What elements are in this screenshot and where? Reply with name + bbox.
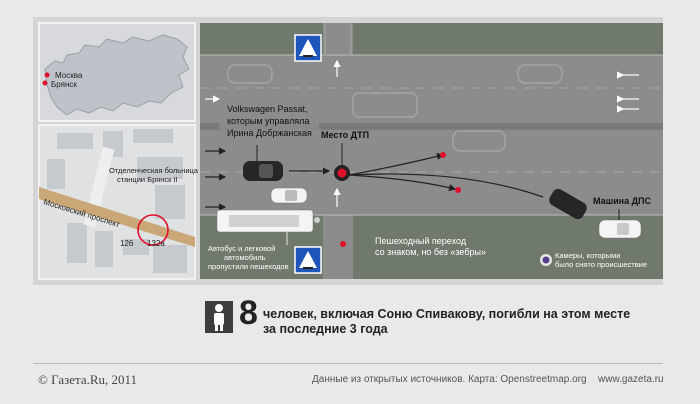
- diagram-panel: Москва Брянск Московский проспект Отд: [33, 17, 663, 285]
- caption-text: человек, включая Соню Спивакову, погибли…: [263, 307, 633, 337]
- caption-line-2: за последние 3 года: [263, 322, 388, 336]
- cross-street: [323, 23, 353, 279]
- police-car-label: Машина ДПС: [593, 196, 651, 206]
- victim-point: [440, 152, 446, 158]
- footer-divider: [33, 363, 663, 364]
- crosswalk-sign-icon: [294, 246, 322, 274]
- crossing-label-line-1: Пешеходный переход: [375, 236, 467, 246]
- victim-point: [455, 187, 461, 193]
- camera-label-line-1: Камеры, которыми: [555, 251, 620, 260]
- road-median: [200, 123, 663, 130]
- crosswalk-sign-icon: [294, 34, 322, 62]
- police-car: [598, 219, 642, 239]
- moscow-label: Москва: [55, 71, 83, 80]
- house-126: 126: [120, 239, 134, 248]
- bus-label-line-2: автомобиль: [224, 253, 266, 262]
- ghost-car: [227, 64, 273, 84]
- house-132a: 132а: [147, 239, 165, 248]
- hospital-label-1: Отделенческая больница: [109, 166, 199, 175]
- camera-marker-icon: [540, 254, 552, 266]
- moscow-prospect-road: [39, 187, 195, 247]
- victim-point: [340, 241, 346, 247]
- camera-label-line-2: было снято происшествие: [555, 260, 647, 269]
- sources-note: Данные из открытых источников. Карта: Op…: [312, 374, 587, 385]
- death-count: 8: [239, 294, 258, 332]
- bryansk-marker: [42, 80, 48, 86]
- diagram-svg: Москва Брянск Московский проспект Отд: [38, 22, 663, 280]
- road-scene: Volkswagen Passat, которым управляла Ири…: [200, 23, 663, 279]
- ghost-car: [452, 130, 506, 152]
- vw-label-line-1: Volkswagen Passat,: [227, 104, 308, 114]
- site-link[interactable]: www.gazeta.ru: [598, 374, 664, 385]
- ghost-truck: [352, 92, 418, 118]
- bus-label-line-1: Автобус и легковой: [208, 244, 275, 253]
- vw-passat-car: [243, 161, 283, 181]
- moscow-marker: [44, 72, 50, 78]
- vw-label-line-2: которым управляла: [227, 116, 309, 126]
- bus: [216, 209, 314, 233]
- bus-label-line-3: пропустили пешеходов: [208, 262, 289, 271]
- crossing-label-line-2: со знаком, но без «зебры»: [375, 247, 486, 257]
- crash-site-label: Место ДТП: [321, 130, 369, 140]
- caption-block: 8 человек, включая Соню Спивакову, погиб…: [205, 294, 630, 347]
- ghost-car: [517, 64, 563, 84]
- crash-site-marker: [334, 165, 350, 181]
- bryansk-label: Брянск: [51, 80, 77, 89]
- russia-shape: [44, 34, 190, 116]
- accident-circle: [137, 214, 169, 246]
- caption-line-1: человек, включая Соню Спивакову, погибли…: [263, 307, 631, 321]
- crashed-car: [549, 188, 587, 220]
- white-car: [270, 187, 308, 204]
- vw-label-line-3: Ирина Добржанская: [227, 128, 312, 138]
- hospital-label-2: станции Брянск II: [117, 175, 178, 184]
- russia-map-inset: Москва Брянск: [38, 22, 196, 122]
- street-map-inset: Московский проспект Отделенческая больни…: [38, 124, 199, 280]
- copyright: © Газета.Ru, 2011: [38, 372, 138, 387]
- person-icon: [205, 301, 233, 333]
